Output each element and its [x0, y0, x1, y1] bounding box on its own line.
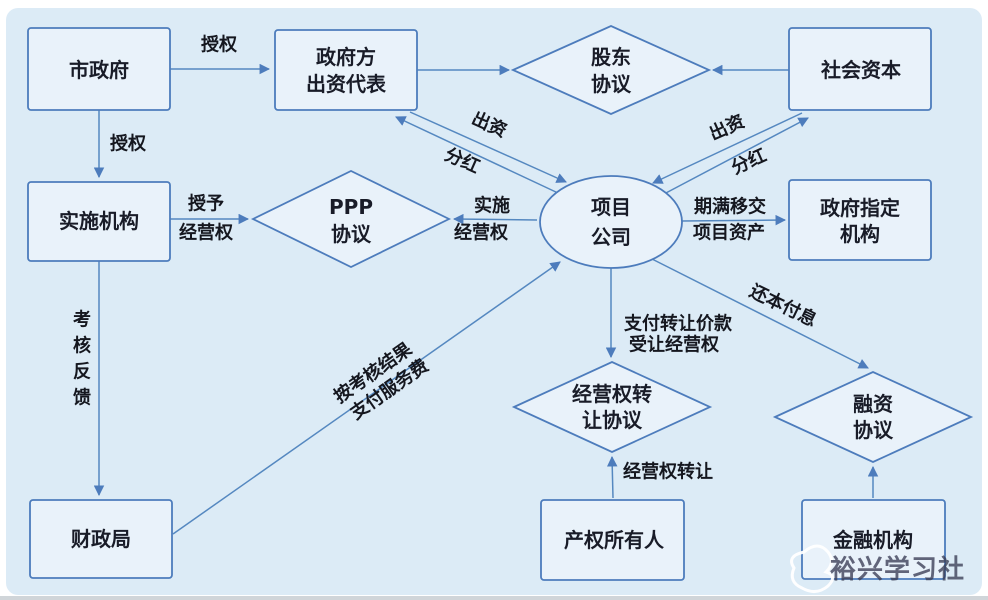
- edge-pay-service-fee: [172, 261, 561, 535]
- edges: [93, 63, 879, 535]
- node-financing-agreement: 融资 协议: [772, 371, 974, 463]
- watermark: 裕兴学习社: [790, 544, 965, 593]
- node-ppp-agreement: PPP 协议: [250, 169, 452, 269]
- svg-text:金融机构: 金融机构: [832, 528, 913, 552]
- label-pay-transfer-line1: 支付转让价款: [623, 313, 733, 335]
- watermark-label: 裕兴学习社: [830, 554, 965, 585]
- svg-text:核: 核: [73, 335, 91, 357]
- svg-text:政府指定: 政府指定: [820, 196, 900, 220]
- edge-social-invest: [652, 112, 803, 184]
- svg-text:机构: 机构: [840, 222, 880, 246]
- city-government-box: [27, 27, 171, 111]
- gov-investor-rep-box: [274, 29, 418, 111]
- label-pay-transfer-line2: 受让经营权: [629, 334, 720, 356]
- node-city-government: 市政府: [27, 27, 171, 111]
- svg-text:融资: 融资: [853, 392, 893, 416]
- label-op-rights-transfer: 经营权转让: [623, 461, 713, 483]
- edge-gov-dividend: [395, 116, 559, 194]
- svg-text:考: 考: [73, 309, 91, 331]
- watermark-bird-icon: [790, 544, 834, 593]
- social-capital-box: [788, 27, 932, 111]
- edge-expiry-transfer: [681, 214, 787, 226]
- svg-text:项目: 项目: [591, 195, 631, 219]
- op-transfer-agreement-diamond: [511, 361, 713, 453]
- label-grant-line1: 授予: [188, 193, 224, 215]
- edge-op-rights-transfer: [606, 455, 618, 499]
- node-gov-designated-agency: 政府指定 机构: [788, 179, 932, 261]
- svg-text:社会资本: 社会资本: [820, 58, 901, 82]
- label-expiry-line1: 期满移交: [694, 196, 766, 218]
- label-authorize-top: 授权: [201, 34, 238, 56]
- financial-institution-box: [801, 499, 946, 580]
- svg-text:财政局: 财政局: [71, 527, 131, 551]
- node-op-transfer-agreement: 经营权转 让协议: [511, 361, 713, 453]
- node-project-company: 项目 公司: [539, 175, 683, 269]
- shareholder-agreement-diamond: [510, 25, 712, 115]
- bottom-edge-strip: [0, 596, 988, 600]
- svg-text:让协议: 让协议: [582, 408, 643, 432]
- node-gov-investor-rep: 政府方 出资代表: [274, 29, 418, 111]
- svg-text:政府方: 政府方: [316, 45, 376, 69]
- label-authorize-left: 授权: [110, 133, 147, 155]
- svg-text:出资代表: 出资代表: [306, 72, 387, 96]
- svg-text:市政府: 市政府: [69, 58, 129, 82]
- nodes: 市政府 政府方 出资代表 股东 协议 社会资本 实施机构 PPP 协议 项目: [27, 25, 974, 581]
- svg-text:产权所有人: 产权所有人: [564, 528, 665, 552]
- ppp-agreement-diamond: [250, 169, 452, 269]
- project-company-ellipse: [539, 175, 683, 269]
- node-property-owner: 产权所有人: [540, 499, 685, 581]
- edge-social-dividend: [663, 117, 809, 195]
- svg-text:协议: 协议: [331, 222, 372, 246]
- label-implement-line2: 经营权: [454, 222, 509, 244]
- property-owner-box: [540, 499, 685, 581]
- edge-repay-principal-interest: [651, 258, 869, 369]
- label-implement-line1: 实施: [474, 195, 510, 217]
- svg-text:馈: 馈: [73, 387, 91, 409]
- svg-text:公司: 公司: [591, 225, 631, 249]
- implementing-agency-box: [27, 181, 171, 262]
- svg-text:股东: 股东: [591, 45, 631, 69]
- label-grant-line2: 经营权: [179, 222, 234, 244]
- edge-gov-invest: [409, 111, 567, 183]
- gov-designated-agency-box: [788, 179, 932, 261]
- label-assessment-feedback: 考 核 反 馈: [73, 309, 91, 409]
- svg-text:协议: 协议: [853, 418, 894, 442]
- label-expiry-line2: 项目资产: [693, 222, 765, 244]
- node-shareholder-agreement: 股东 协议: [510, 25, 712, 115]
- node-social-capital: 社会资本: [788, 27, 932, 111]
- node-financial-institution: 金融机构: [801, 499, 946, 580]
- node-finance-bureau: 财政局: [29, 499, 173, 579]
- finance-bureau-box: [29, 499, 173, 579]
- node-implementing-agency: 实施机构: [27, 181, 171, 262]
- svg-text:经营权转: 经营权转: [572, 382, 652, 406]
- svg-text:协议: 协议: [591, 72, 632, 96]
- svg-text:实施机构: 实施机构: [59, 209, 139, 233]
- edge-company-to-ppp-agreement: [452, 213, 538, 225]
- svg-text:反: 反: [73, 362, 91, 383]
- svg-text:PPP: PPP: [329, 195, 373, 219]
- financing-agreement-diamond: [772, 371, 974, 463]
